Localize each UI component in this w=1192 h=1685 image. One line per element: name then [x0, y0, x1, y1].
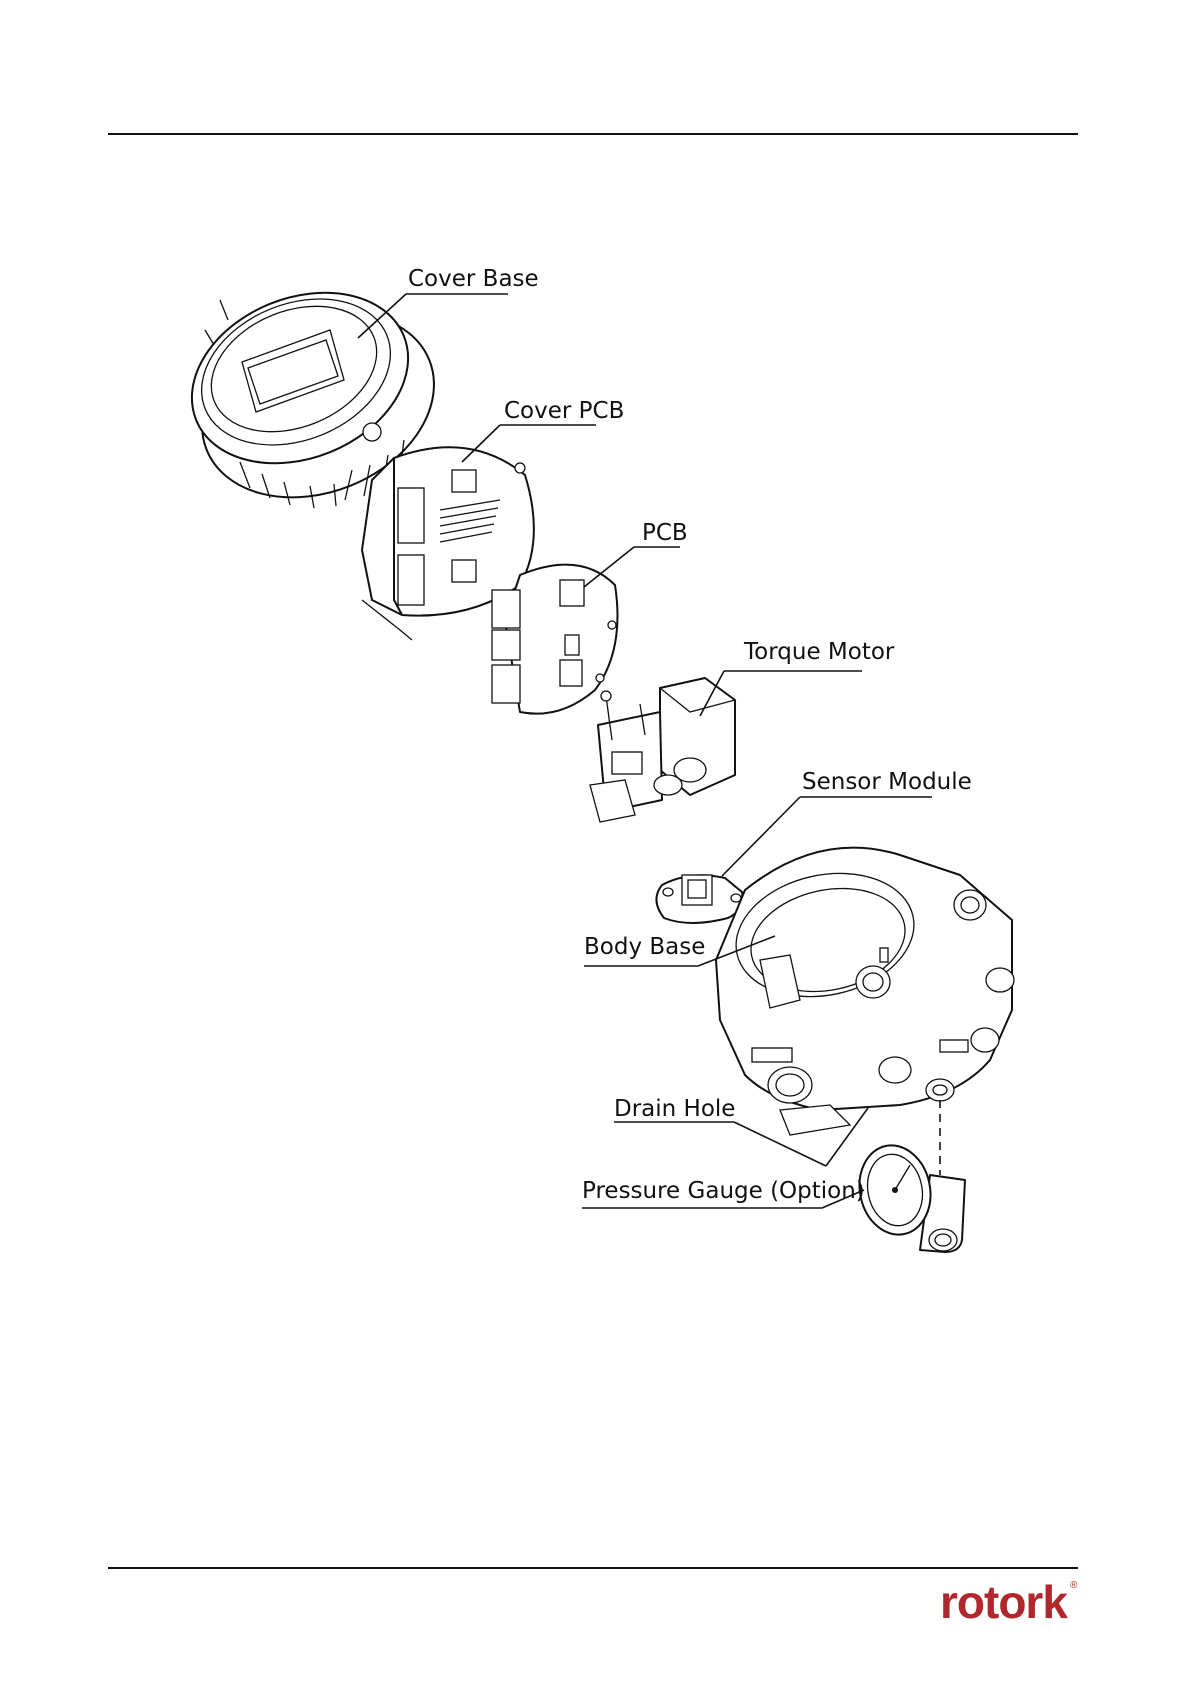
callout-pressure-gauge: Pressure Gauge (Option) [582, 1178, 865, 1208]
pressure-gauge-part [851, 1100, 965, 1252]
label-sensor-module: Sensor Module [802, 769, 972, 795]
sensor-module-part [656, 875, 742, 923]
footer-rule [108, 1567, 1078, 1569]
label-pcb: PCB [642, 520, 688, 546]
body-base-part [716, 848, 1014, 1135]
label-cover-base: Cover Base [408, 266, 539, 292]
label-pressure-gauge: Pressure Gauge (Option) [582, 1178, 865, 1204]
label-drain-hole: Drain Hole [614, 1096, 735, 1122]
registered-mark: ® [1070, 1580, 1078, 1591]
torque-motor-part [590, 678, 735, 822]
label-body-base: Body Base [584, 934, 705, 960]
rotork-logo: rotork ® [940, 1578, 1080, 1622]
label-torque-motor: Torque Motor [743, 639, 895, 665]
label-cover-pcb: Cover PCB [504, 398, 624, 424]
brand-name: rotork [940, 1578, 1068, 1622]
